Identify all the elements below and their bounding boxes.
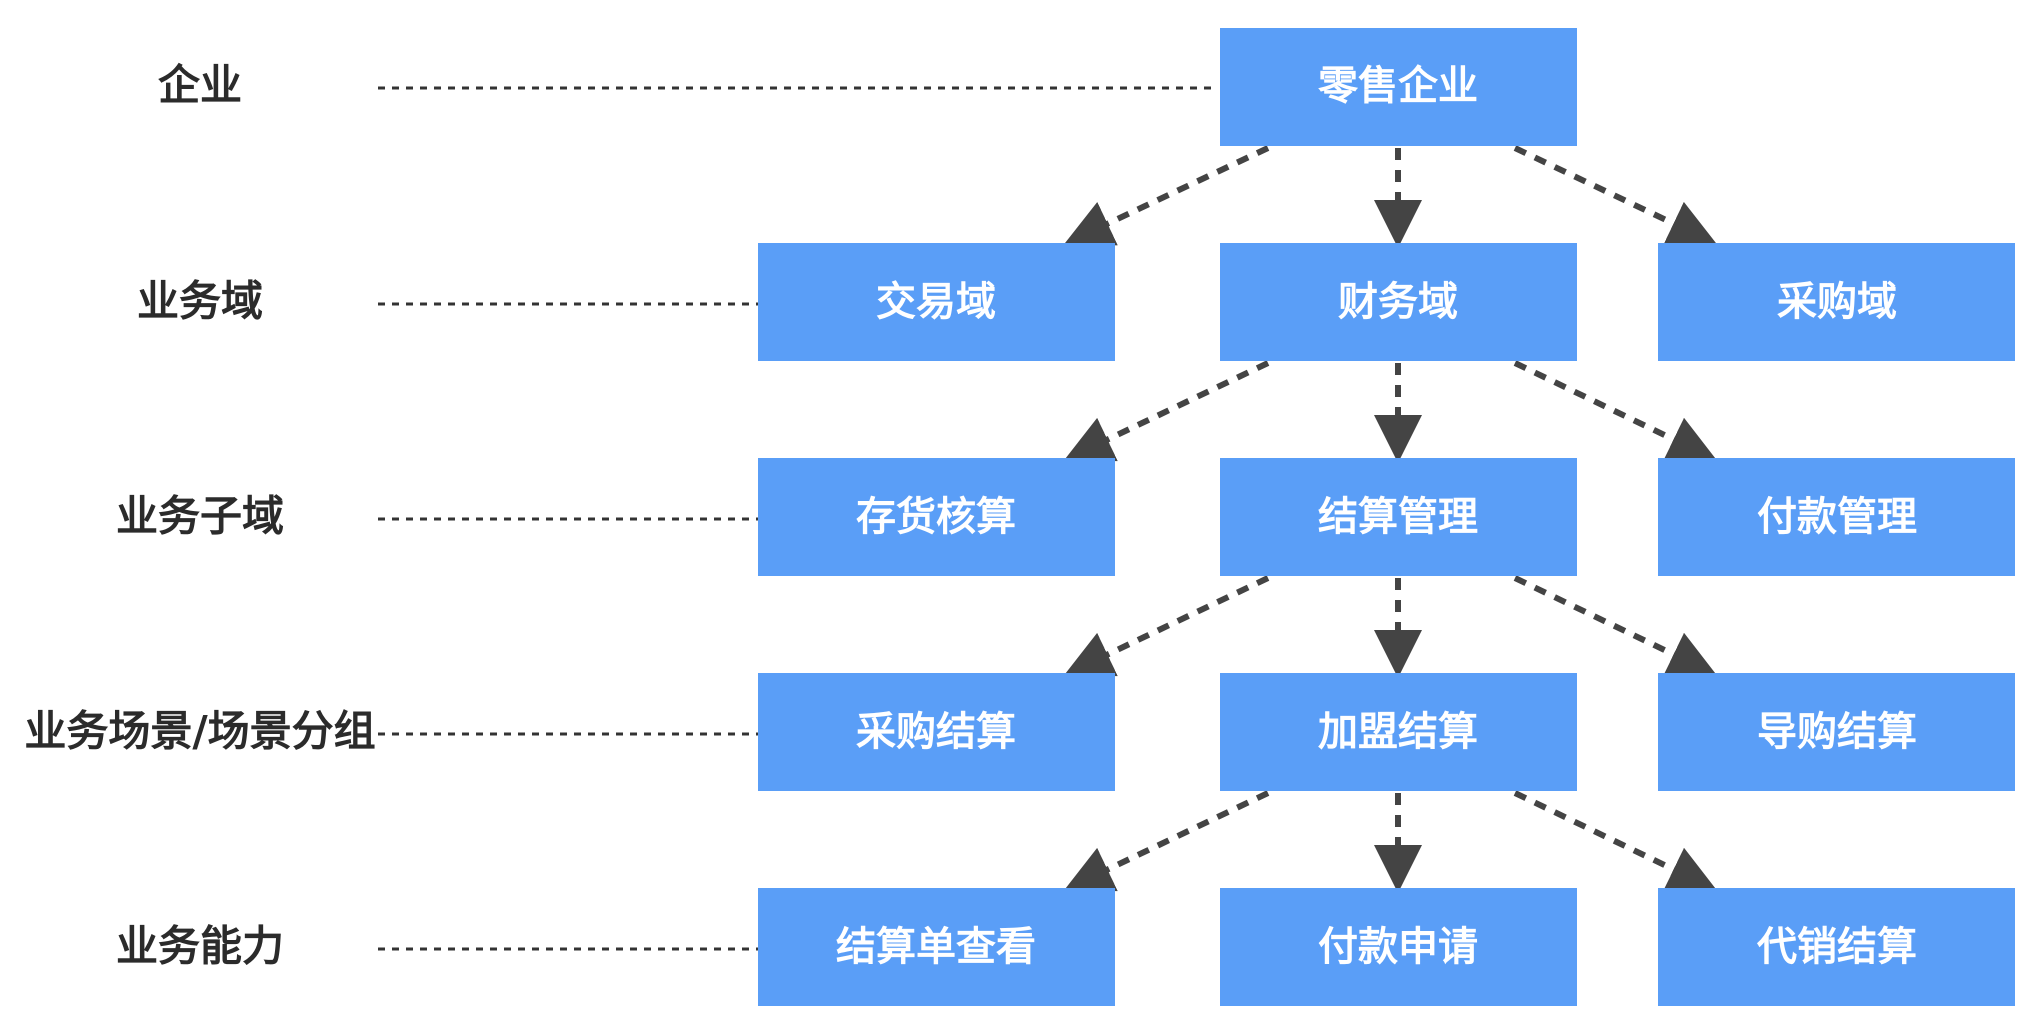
arrow-settlement-to-shopping-guide-settlement <box>1513 575 1717 676</box>
node-inventory-accounting-label: 存货核算 <box>856 494 1016 540</box>
arrow-finance-to-inventory-accounting <box>1064 360 1270 462</box>
arrow-franchise-to-consignment-settlement <box>1513 790 1717 891</box>
node-purchase-domain: 采购域 <box>1658 243 2015 361</box>
node-finance-domain-label: 财务域 <box>1338 279 1458 325</box>
node-settlement-management-label: 结算管理 <box>1318 494 1478 540</box>
node-statement-view: 结算单查看 <box>758 888 1115 1006</box>
arrow-finance-to-payment-management <box>1513 360 1717 461</box>
node-shopping-guide-settlement: 导购结算 <box>1658 673 2015 791</box>
level-label-business-domain: 业务域 <box>137 277 263 326</box>
node-franchise-settlement-label: 加盟结算 <box>1318 709 1478 755</box>
arrow-enterprise-to-trade-domain <box>1064 145 1270 246</box>
node-trade-domain-label: 交易域 <box>876 279 996 325</box>
node-purchase-domain-label: 采购域 <box>1777 279 1897 325</box>
arrow-settlement-to-purchase-settlement <box>1064 575 1270 677</box>
node-settlement-management: 结算管理 <box>1220 458 1577 576</box>
node-enterprise: 零售企业 <box>1220 28 1577 146</box>
node-trade-domain: 交易域 <box>758 243 1115 361</box>
node-finance-domain: 财务域 <box>1220 243 1577 361</box>
node-enterprise-label: 零售企业 <box>1318 63 1478 109</box>
level-label-business-subdomain: 业务子域 <box>116 492 284 541</box>
level-label-business-capability: 业务能力 <box>116 922 284 971</box>
arrow-enterprise-to-purchase-domain <box>1513 145 1717 246</box>
node-franchise-settlement: 加盟结算 <box>1220 673 1577 791</box>
node-purchase-settlement-label: 采购结算 <box>856 709 1016 755</box>
node-payment-management-label: 付款管理 <box>1757 494 1917 540</box>
node-consignment-settlement: 代销结算 <box>1658 888 2015 1006</box>
node-inventory-accounting: 存货核算 <box>758 458 1115 576</box>
level-label-enterprise: 企业 <box>158 61 242 110</box>
node-payment-request: 付款申请 <box>1220 888 1577 1006</box>
node-payment-request-label: 付款申请 <box>1318 924 1478 970</box>
level-label-business-scenario: 业务场景/场景分组 <box>24 707 375 756</box>
node-purchase-settlement: 采购结算 <box>758 673 1115 791</box>
node-statement-view-label: 结算单查看 <box>836 924 1036 970</box>
node-payment-management: 付款管理 <box>1658 458 2015 576</box>
arrow-franchise-to-statement-view <box>1064 790 1270 892</box>
node-consignment-settlement-label: 代销结算 <box>1756 924 1917 970</box>
node-shopping-guide-settlement-label: 导购结算 <box>1757 709 1917 755</box>
